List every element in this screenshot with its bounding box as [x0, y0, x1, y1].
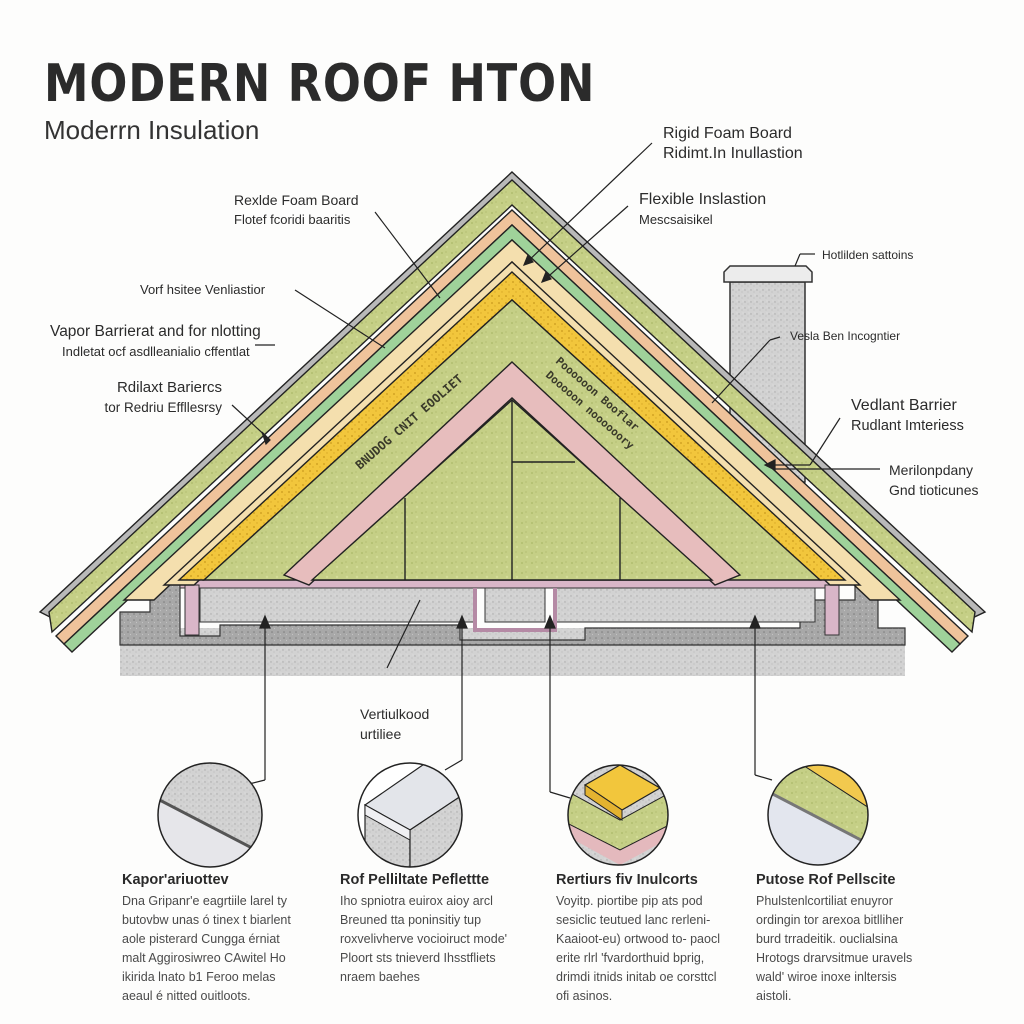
detail-body: Iho spniotra euirox aioy arcl Breuned tt…	[340, 894, 508, 984]
callout-rigid-foam-board: Rigid Foam Board Ridimt.In Inullastion	[663, 125, 803, 162]
detail-description-4: Putose Rof Pellscite Phulstenlcortiliat …	[756, 872, 956, 1006]
detail-title: Kapor'ariuottev	[122, 872, 229, 888]
detail-description-1: Kapor'ariuottev Dna Gripanr'e eagrtiile …	[122, 872, 322, 1006]
callout-merilonpdany: Merilonpdany Gnd tioticunes	[889, 462, 979, 498]
detail-swatch-2	[357, 762, 463, 868]
detail-body: Voyitp. piortibe pip ats pod sesiclic te…	[556, 894, 720, 1003]
callout-flexible-insulation: Flexible Inslastion Mescsaisikel	[639, 191, 767, 227]
callout-vedlant-barrier: Vedlant Barrier Rudlant Imteriess	[851, 397, 964, 434]
detail-title: Rof Pelliltate Peflettte	[340, 872, 490, 888]
detail-body: Dna Gripanr'e eagrtiile larel ty butovbw…	[122, 894, 291, 1003]
callout-chimney-body: Vesla Ben Incogntier	[790, 329, 901, 343]
page-subtitle: Moderrn Insulation	[44, 115, 260, 145]
detail-swatch-3	[567, 764, 669, 866]
detail-title: Putose Rof Pellscite	[756, 872, 896, 888]
foundation	[119, 569, 906, 676]
detail-description-3: Rertiurs fiv Inulcorts Voyitp. piortibe …	[556, 872, 756, 1006]
callout-vorf-ventilation: Vorf hsitee Venliastior	[140, 282, 266, 297]
callout-rexide-foam-board: Rexlde Foam Board Flotef fcoridi baariti…	[234, 192, 359, 227]
detail-swatch-4	[767, 764, 869, 866]
callout-vapor-barrier: Vapor Barrierat and for nlotting Indleta…	[50, 323, 261, 359]
detail-swatch-1	[157, 762, 263, 868]
detail-description-2: Rof Pelliltate Peflettte Iho spniotra eu…	[340, 872, 540, 987]
callout-center-ventilation: Vertiulkood urtiliee	[360, 706, 430, 742]
leader-lines	[231, 142, 880, 799]
callout-radiant-barrier: Rdilaxt Bariercs tor Redriu Effllesrsy	[104, 379, 222, 415]
detail-title: Rertiurs fiv Inulcorts	[556, 872, 698, 888]
roof-layers	[38, 171, 987, 653]
page-title: MODERN ROOF HTON	[44, 54, 596, 114]
callout-chimney-cap: Hotlilden sattoins	[822, 248, 914, 262]
detail-body: Phulstenlcortiliat enuyror ordingin tor …	[756, 894, 913, 1003]
